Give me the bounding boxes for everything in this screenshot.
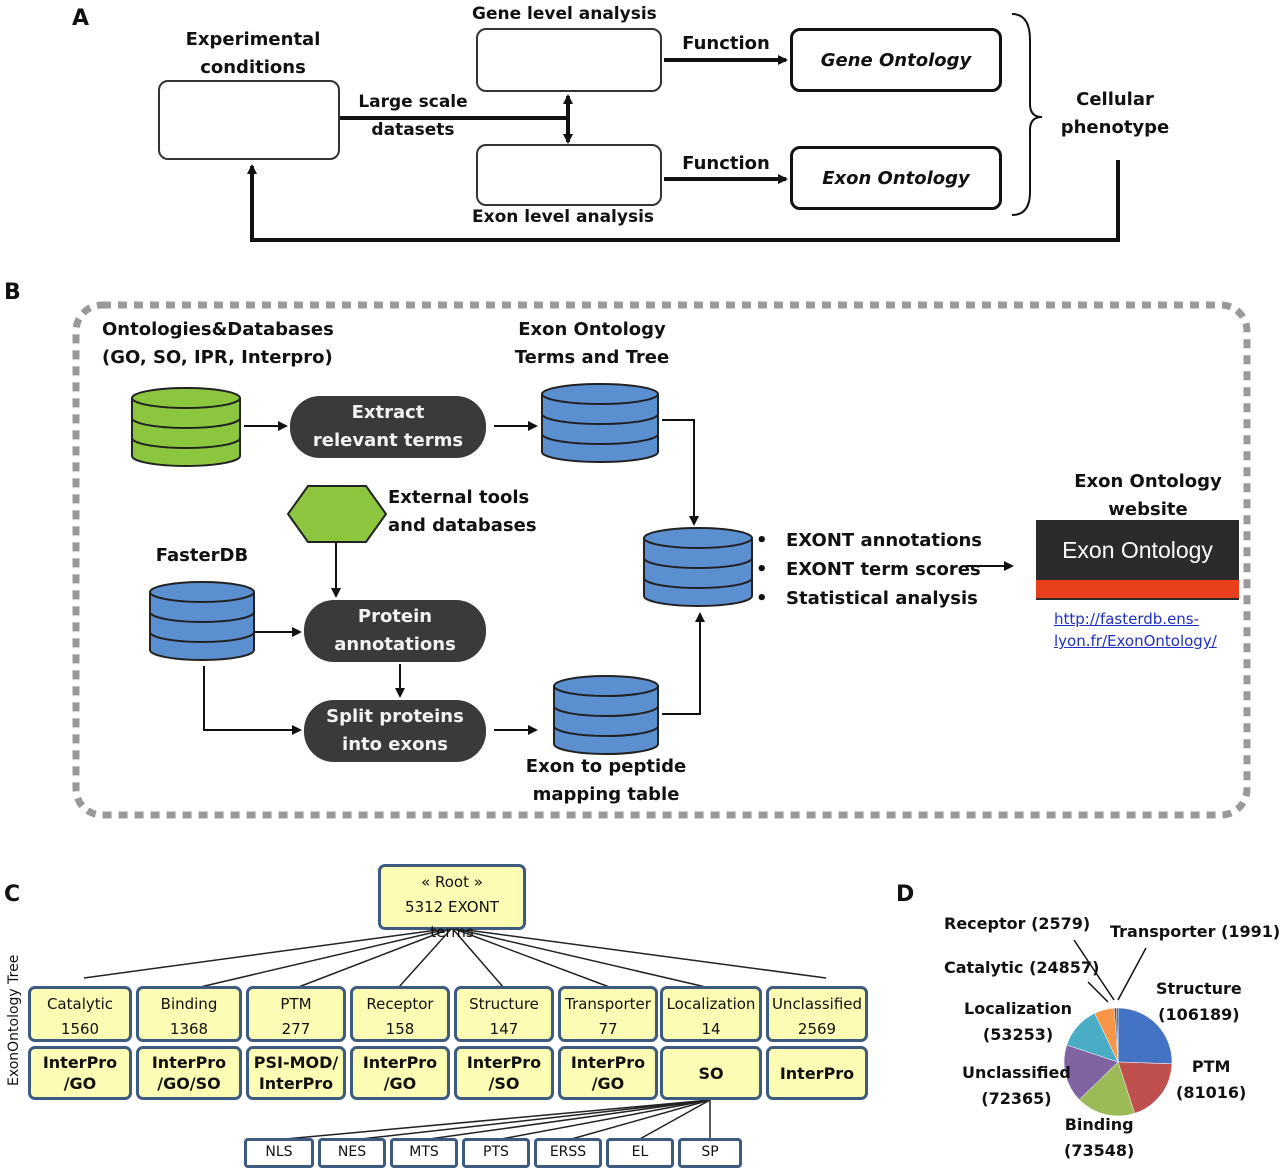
catalytic-leader xyxy=(1087,981,1109,1003)
gene-level-label: Gene level analysis xyxy=(472,4,657,24)
exon-ontology-box: Exon Ontology xyxy=(790,146,1002,210)
pie-chart xyxy=(1063,1007,1173,1117)
exon-level-box xyxy=(476,144,662,206)
pie-label-catalytic: Catalytic (24857) xyxy=(944,958,1100,977)
fasterdb-database-icon xyxy=(149,581,255,661)
experimental-conditions-box xyxy=(158,80,340,160)
pie-slice-ptm xyxy=(1117,1061,1173,1114)
url-line-1[interactable]: http://fasterdb.ens- xyxy=(1054,610,1200,628)
tree-edges xyxy=(83,927,827,1141)
website-banner-text: Exon Ontology xyxy=(1062,537,1213,563)
source-ptm: PSI-MOD/InterPro xyxy=(246,1046,346,1100)
pie-label-unclassified: Unclassified(72365) xyxy=(962,1063,1071,1108)
website-url[interactable]: http://fasterdb.ens- lyon.fr/ExonOntolog… xyxy=(1054,608,1217,652)
source-transporter: InterPro/GO xyxy=(558,1046,658,1100)
transporter-leader xyxy=(1117,947,1147,1001)
pie-slice-transporter xyxy=(1116,1007,1119,1063)
receptor-leader xyxy=(1073,939,1115,1001)
external-tools-hexagon-icon xyxy=(286,485,388,543)
panel-c-letter: C xyxy=(4,882,21,907)
panel-b-frame xyxy=(72,301,1251,819)
pie-label-structure: Structure(106189) xyxy=(1156,979,1242,1024)
leaf-nes: NES xyxy=(318,1138,386,1168)
feedback-arrow xyxy=(247,160,1120,242)
panel-b-letter: B xyxy=(4,280,21,305)
bullet-statistics: •Statistical analysis xyxy=(756,588,978,609)
leaf-nls: NLS xyxy=(244,1138,314,1168)
leaf-pts: PTS xyxy=(462,1138,530,1168)
fasterdb-label: FasterDB xyxy=(155,545,249,566)
ontologies-label: Ontologies&Databases(GO, SO, IPR, Interp… xyxy=(102,319,334,368)
source-catalytic: InterPro/GO xyxy=(28,1046,132,1100)
leaf-sp: SP xyxy=(678,1138,742,1168)
exon-terms-database-icon xyxy=(541,383,659,463)
output-bullets: •EXONT annotations •EXONT term scores •S… xyxy=(756,526,982,613)
green-database-icon xyxy=(131,387,241,467)
website-banner-bar xyxy=(1036,580,1239,598)
gene-ontology-box: Gene Ontology xyxy=(790,28,1002,92)
peptide-database-icon xyxy=(553,675,659,755)
leaf-erss: ERSS xyxy=(534,1138,602,1168)
leaf-el: EL xyxy=(606,1138,674,1168)
leaf-mts: MTS xyxy=(390,1138,458,1168)
root-node: « Root »5312 EXONT terms xyxy=(378,864,526,941)
pie-label-receptor: Receptor (2579) xyxy=(944,914,1091,933)
exon-level-label: Exon level analysis xyxy=(472,207,655,227)
phenotype-brace xyxy=(1011,13,1043,216)
pie-label-ptm: PTM(81016) xyxy=(1176,1057,1247,1102)
exon-function-label: Function xyxy=(682,153,770,174)
pie-label-transporter: Transporter (1991) xyxy=(1110,922,1280,941)
pie-slice-structure xyxy=(1117,1007,1173,1065)
gene-level-box xyxy=(476,28,662,92)
panel-a-letter: A xyxy=(72,6,90,31)
url-line-2[interactable]: lyon.fr/ExonOntology/ xyxy=(1054,632,1217,650)
pie-label-binding: Binding(73548) xyxy=(1064,1115,1135,1160)
tree-vertical-label: ExonOntology Tree xyxy=(6,954,22,1086)
pie-slice-binding xyxy=(1078,1061,1135,1117)
source-binding: InterPro/GO/SO xyxy=(136,1046,242,1100)
website-banner[interactable]: Exon Ontology xyxy=(1036,520,1239,600)
bullet-term-scores: •EXONT term scores xyxy=(756,559,981,580)
pie-label-localization: Localization(53253) xyxy=(964,999,1073,1044)
source-structure: InterPro/SO xyxy=(454,1046,554,1100)
gene-function-label: Function xyxy=(682,33,770,54)
pie-slice-unclassified xyxy=(1063,1044,1119,1101)
panel-d-letter: D xyxy=(896,882,915,907)
bullet-annotations: •EXONT annotations xyxy=(756,530,983,551)
central-database-icon xyxy=(643,527,753,607)
source-localization: SO xyxy=(660,1046,762,1100)
source-receptor: InterPro/GO xyxy=(350,1046,450,1100)
source-unclassified: InterPro xyxy=(766,1046,868,1100)
